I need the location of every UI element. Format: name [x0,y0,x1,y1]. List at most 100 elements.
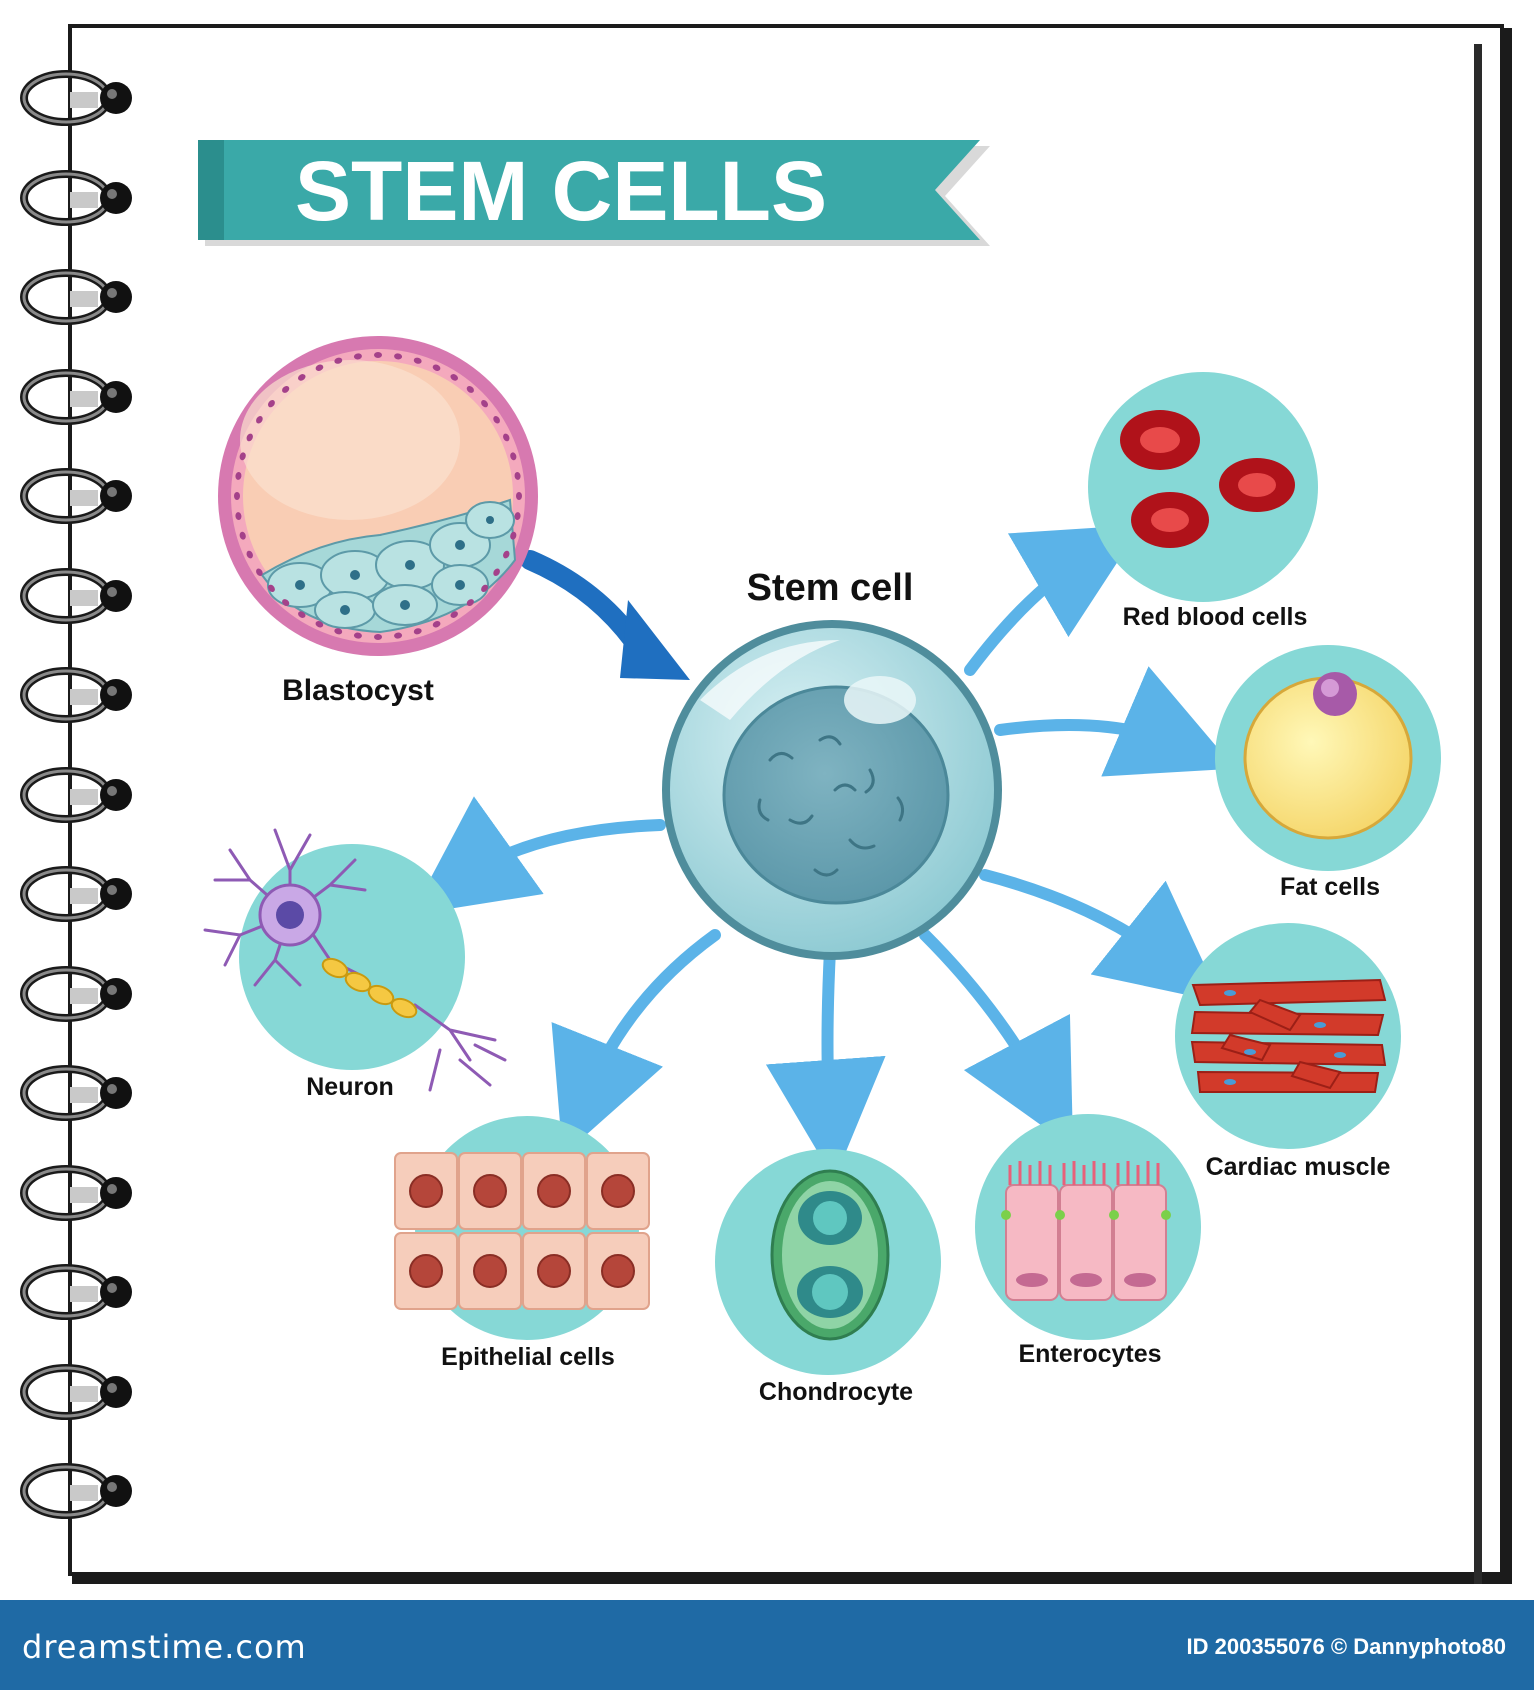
membrane-cell [235,512,242,521]
membrane-cell [234,492,240,500]
arrow-neuron [411,796,666,915]
epithelial-nucleus [409,1174,443,1208]
spiral-ring [18,1455,138,1525]
spiral-ring [18,1057,138,1127]
membrane-cell [450,611,458,618]
spiral-ring [18,759,138,829]
membrane-cell [481,584,489,592]
arrow-fat [994,666,1236,777]
blastocyst-label: Blastocyst [282,674,434,707]
membrane-cell [394,632,403,639]
arrow-blastocyst [520,550,650,660]
arrow-epithelial [551,929,721,1156]
membrane-cell [394,353,403,360]
membrane-cell [413,357,422,364]
epithelial-nucleus [601,1254,635,1288]
membrane-cell [466,599,474,607]
membrane-cell [503,550,510,559]
stem-cell-diagram: STEM CELLS [198,140,1441,1406]
membrane-cell [246,433,253,442]
spiral-ring [18,560,138,630]
membrane-cell [282,599,290,607]
membrane-cell [315,621,324,628]
membrane-cell [516,492,522,500]
membrane-cell [510,452,517,461]
stem-cell-label: Stem cell [747,567,914,609]
arrow-enterocytes [919,929,1074,1149]
cell-label-cardiac: Cardiac muscle [1206,1153,1391,1181]
membrane-cell [374,634,382,640]
membrane-cell [432,364,441,371]
footer-bar [0,1600,1534,1690]
blastocyst-illustration [218,336,538,656]
epithelial-cells-illustration [394,1116,650,1340]
membrane-cell [493,416,500,424]
membrane-cell [298,374,306,381]
membrane-cell [239,452,246,461]
footer-credit: ID 200355076 © Dannyphoto80 [1186,1634,1506,1659]
membrane-cell [256,568,263,576]
membrane-cell [514,512,521,521]
arrow-chondrocyte [765,944,886,1180]
cell-label-chondrocyte: Chondrocyte [759,1378,913,1406]
spiral-ring [18,858,138,928]
membrane-cell [239,531,246,540]
arrow-cardiac [979,869,1222,1003]
epithelial-nucleus [601,1174,635,1208]
membrane-cell [298,611,306,618]
cell-label-enterocytes: Enterocytes [1018,1340,1161,1368]
membrane-cell [374,352,382,358]
membrane-cell [481,400,489,408]
membrane-cell [267,400,275,408]
spiral-ring [18,460,138,530]
membrane-cell [256,416,263,424]
membrane-cell [466,385,474,393]
membrane-cell [432,621,441,628]
membrane-cell [267,584,275,592]
page-edge [1474,44,1482,1584]
cell-label-neuron: Neuron [306,1073,394,1101]
stem-cell-illustration [662,620,1002,960]
spiral-ring [18,361,138,431]
cell-label-fat: Fat cells [1280,873,1380,901]
membrane-cell [282,385,290,393]
membrane-cell [514,471,521,480]
epithelial-nucleus [537,1254,571,1288]
arrow-red-blood [964,524,1142,676]
spiral-ring [18,261,138,331]
membrane-cell [353,353,362,360]
page-title: STEM CELLS [295,144,827,238]
membrane-cell [353,632,362,639]
cell-label-red-blood: Red blood cells [1123,603,1308,631]
membrane-cell [510,531,517,540]
membrane-cell [246,550,253,559]
spiral-ring [18,1356,138,1426]
cell-label-epithelial: Epithelial cells [441,1343,615,1371]
membrane-cell [235,471,242,480]
spiral-ring [18,1157,138,1227]
spiral-ring [18,62,138,132]
membrane-cell [315,364,324,371]
epithelial-nucleus [537,1174,571,1208]
epithelial-nucleus [473,1254,507,1288]
membrane-cell [493,568,500,576]
spiral-ring [18,958,138,1028]
membrane-cell [334,357,343,364]
epithelial-nucleus [409,1254,443,1288]
membrane-cell [503,433,510,442]
membrane-cell [413,628,422,635]
title-banner: STEM CELLS [198,140,990,246]
chondrocyte-illustration [715,1149,941,1375]
cardiac-muscle-illustration [1175,923,1401,1149]
spiral-ring [18,659,138,729]
neuron-illustration [203,828,507,1092]
spiral-ring [18,1256,138,1326]
arrows [411,524,1236,1180]
enterocytes-illustration [975,1114,1201,1340]
membrane-cell [334,628,343,635]
membrane-cell [450,374,458,381]
footer-brand[interactable]: dreamstime.com [22,1628,307,1666]
spiral-ring [18,162,138,232]
red-blood-cells-illustration [1088,372,1318,602]
fat-cells-illustration [1215,645,1441,871]
